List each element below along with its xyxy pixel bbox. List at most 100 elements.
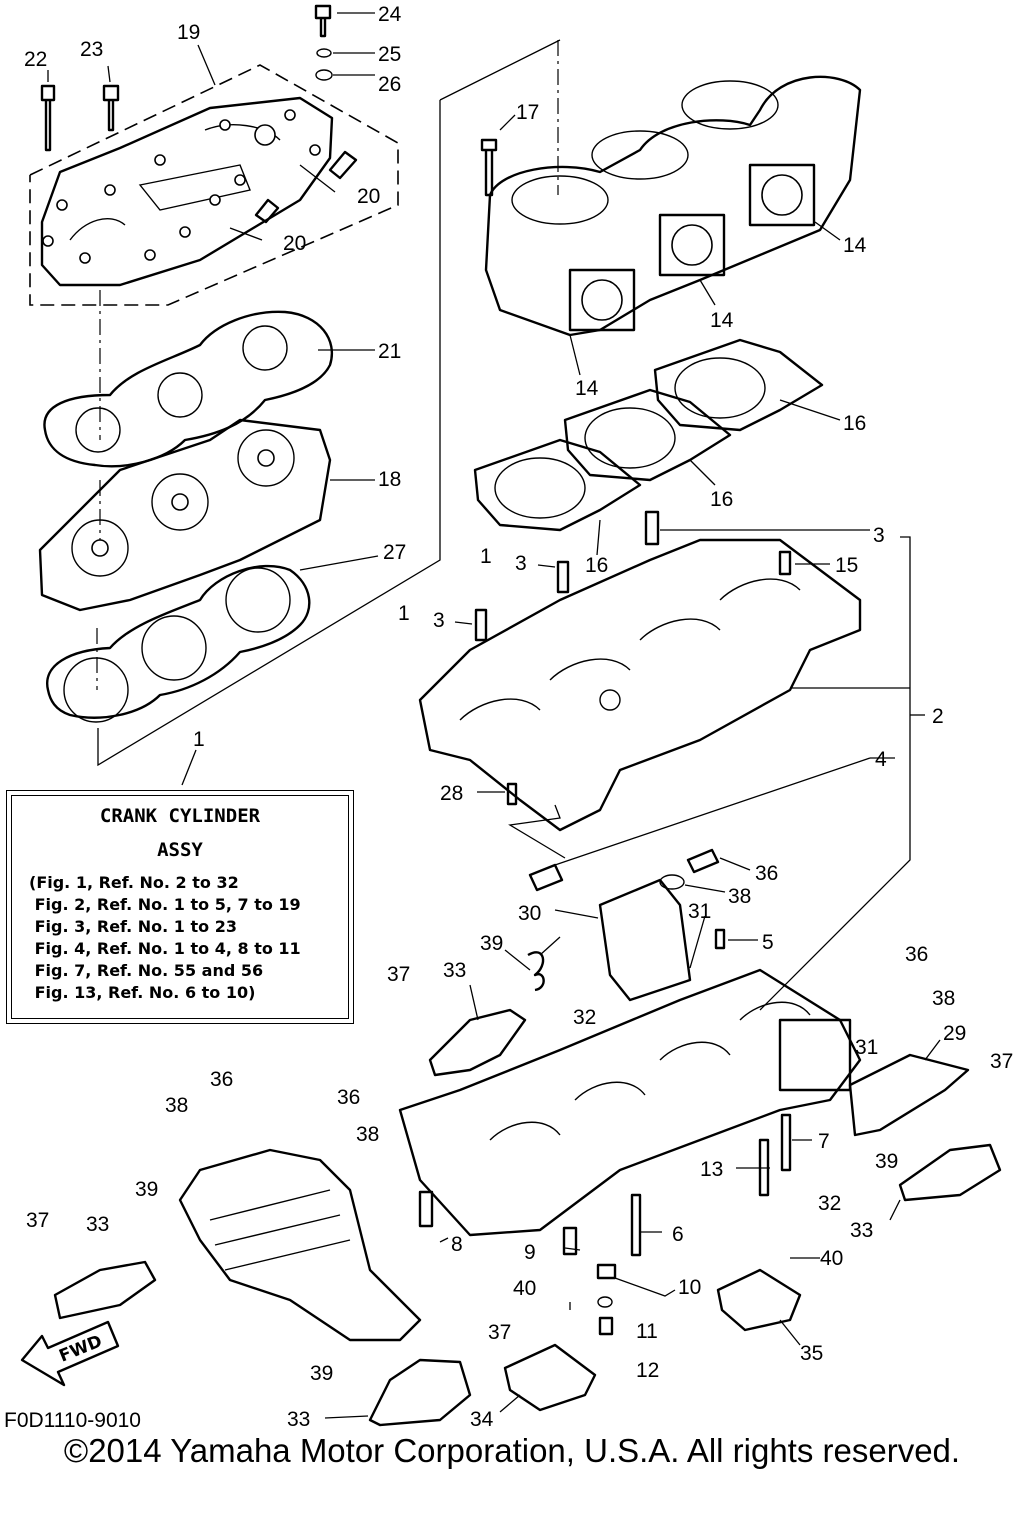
callout-24: 24: [378, 3, 402, 26]
callout-36-c: 36: [210, 1068, 233, 1091]
note-line: Fig. 13, Ref. No. 6 to 10): [29, 983, 256, 1002]
callout-38-d: 38: [356, 1123, 379, 1146]
fwd-arrow-icon: FWD: [20, 1320, 120, 1387]
callout-1-3-c: 3: [433, 609, 445, 632]
seal-4: [508, 757, 895, 892]
engine-mount-33-c: [53, 1260, 157, 1320]
dowel-5: [714, 928, 758, 950]
callout-37-d: 37: [488, 1321, 511, 1344]
crankcase-lower: [398, 968, 862, 1237]
callout-20-a: 20: [357, 185, 380, 208]
callout-5: 5: [762, 931, 774, 954]
cylinders-14: [484, 75, 862, 376]
callout-15: 15: [835, 554, 858, 577]
callout-11: 11: [636, 1320, 658, 1343]
note-line: Fig. 2, Ref. No. 1 to 5, 7 to 19: [29, 895, 301, 914]
callout-34: 34: [470, 1408, 494, 1431]
callout-32-b: 32: [818, 1192, 841, 1215]
cylinder-head-18: [38, 418, 375, 612]
callout-17: 17: [516, 101, 539, 124]
callout-39-a: 39: [480, 932, 503, 955]
bolt-24-stack: [314, 4, 333, 81]
callout-22: 22: [24, 48, 47, 71]
callout-31-a: 31: [688, 900, 711, 923]
callout-8: 8: [451, 1233, 463, 1256]
engine-mount-33-b: [889, 1143, 1002, 1221]
callout-16-a: 16: [843, 412, 866, 435]
callout-31-b: 31: [855, 1036, 878, 1059]
rubber-mounts-34-35: [499, 1257, 820, 1413]
callout-30: 30: [518, 902, 541, 925]
head-cover-group: [29, 64, 399, 306]
callout-19: 19: [177, 21, 200, 44]
note-line: Fig. 7, Ref. No. 55 and 56: [29, 961, 264, 980]
callout-27: 27: [383, 541, 406, 564]
callout-36-d: 36: [337, 1086, 360, 1109]
callout-1-3-b: 3: [515, 552, 527, 575]
callout-labels: 24 25 26 19 23 22 20 20 21 18 27 1 17 14…: [24, 3, 1013, 1431]
callout-28: 28: [440, 782, 463, 805]
callout-40-a: 40: [820, 1247, 843, 1270]
callout-37-a: 37: [387, 963, 410, 986]
callout-4: 4: [875, 748, 887, 771]
callout-38-b: 38: [932, 987, 955, 1010]
head-gasket-21: [43, 310, 375, 468]
callout-2: 2: [932, 705, 944, 728]
dowel-28: [477, 782, 518, 806]
callout-33-c: 33: [850, 1219, 873, 1242]
note-title-line2: ASSY: [157, 839, 203, 861]
left-mount-housing: [178, 1148, 422, 1342]
callout-33-d: 33: [287, 1408, 310, 1431]
note-title-line1: CRANK CYLINDER: [99, 805, 261, 827]
callout-39-c: 39: [135, 1178, 158, 1201]
bolts-bottom: [418, 1113, 812, 1336]
figure-code: F0D1110-9010: [4, 1409, 141, 1432]
callout-6: 6: [672, 1223, 684, 1246]
callout-29: 29: [943, 1022, 966, 1045]
mount-bracket-29: [848, 1039, 970, 1137]
callout-21: 21: [378, 340, 401, 363]
callout-33-a: 33: [443, 959, 466, 982]
engine-mount-33-a: [428, 936, 561, 1077]
callout-3-a: 3: [873, 524, 885, 547]
cylinder-gaskets-16: [473, 338, 841, 556]
callout-14-c: 14: [575, 377, 599, 400]
gasket-27: [46, 555, 379, 723]
callout-16-c: 16: [585, 554, 608, 577]
copyright-notice: ©2014 Yamaha Motor Corporation, U.S.A. A…: [63, 1432, 961, 1469]
callout-1-3-c-prefix: 1: [398, 602, 410, 625]
engine-mount-33-d: [324, 1358, 472, 1427]
callout-14-a: 14: [843, 234, 867, 257]
callout-33-b: 33: [86, 1213, 109, 1236]
callout-37-c: 37: [26, 1209, 49, 1232]
callout-36-b: 36: [905, 943, 928, 966]
callout-14-b: 14: [710, 309, 734, 332]
callout-18: 18: [378, 468, 401, 491]
callout-9: 9: [524, 1241, 536, 1264]
assembly-note-box: CRANK CYLINDER ASSY (Fig. 1, Ref. No. 2 …: [6, 790, 354, 1024]
callout-7: 7: [818, 1130, 830, 1153]
callout-10: 10: [678, 1276, 701, 1299]
callout-40-b: 40: [513, 1277, 536, 1300]
callout-35: 35: [800, 1342, 823, 1365]
callout-38-a: 38: [728, 885, 751, 908]
callout-13: 13: [700, 1158, 723, 1181]
callout-23: 23: [80, 38, 103, 61]
callout-32-a: 32: [573, 1006, 596, 1029]
note-line: Fig. 3, Ref. No. 1 to 23: [29, 917, 237, 936]
callout-1-3-b-prefix: 1: [480, 545, 492, 568]
crankcase-upper-2: [418, 538, 862, 832]
callout-25: 25: [378, 43, 401, 66]
callout-16-b: 16: [710, 488, 733, 511]
callout-37-b: 37: [990, 1050, 1013, 1073]
callout-26: 26: [378, 73, 401, 96]
bolt-36-washer-38-top: [659, 848, 751, 893]
note-box-inner-border: [11, 795, 349, 1019]
dowels-3-15: [454, 510, 925, 1011]
note-line: (Fig. 1, Ref. No. 2 to 32: [29, 873, 239, 892]
bolt-17: [480, 114, 516, 197]
callout-12: 12: [636, 1359, 659, 1382]
callout-39-b: 39: [875, 1150, 898, 1173]
callout-39-d: 39: [310, 1362, 333, 1385]
